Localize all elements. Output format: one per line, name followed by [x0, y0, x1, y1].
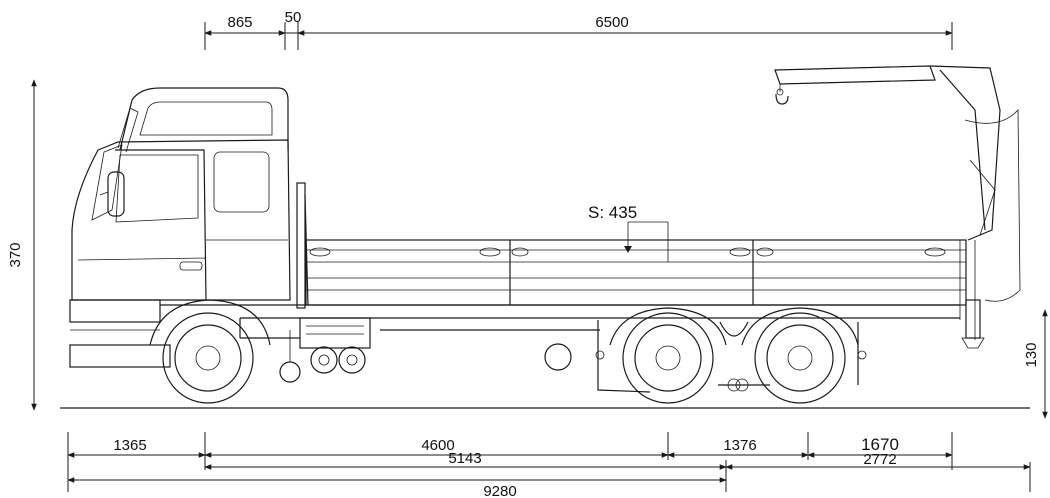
dim-bottom-1670: 1670: [861, 435, 899, 454]
dim-top-6500: 6500: [595, 14, 628, 31]
dim-top-50: 50: [285, 9, 302, 26]
dim-height-370: 370: [7, 242, 24, 267]
dim-bottom-1365: 1365: [113, 437, 146, 454]
rear-wheel-2: [741, 307, 859, 404]
dim-bottom-9280: 9280: [483, 483, 516, 498]
crane: [774, 65, 1021, 349]
dim-bottom-4600: 4600: [421, 437, 454, 454]
flatbed-body: [305, 221, 967, 306]
chassis-frame: [160, 304, 960, 339]
dim-bottom-1376: 1376: [723, 437, 756, 454]
body-label-s435: S: 435: [588, 203, 637, 222]
top-dimension-lines: [204, 22, 953, 50]
dim-bottom-5143: 5143: [448, 450, 481, 467]
rear-wheel-1: [609, 307, 727, 404]
dim-height-130: 130: [1023, 342, 1040, 367]
dim-bottom-2772: 2772: [863, 451, 896, 468]
dim-top-865: 865: [227, 14, 252, 31]
front-wheel: [149, 299, 271, 404]
underbody-details: [279, 317, 867, 393]
truck-cab: [69, 87, 291, 368]
bottom-dimension-lines: [67, 432, 1031, 492]
